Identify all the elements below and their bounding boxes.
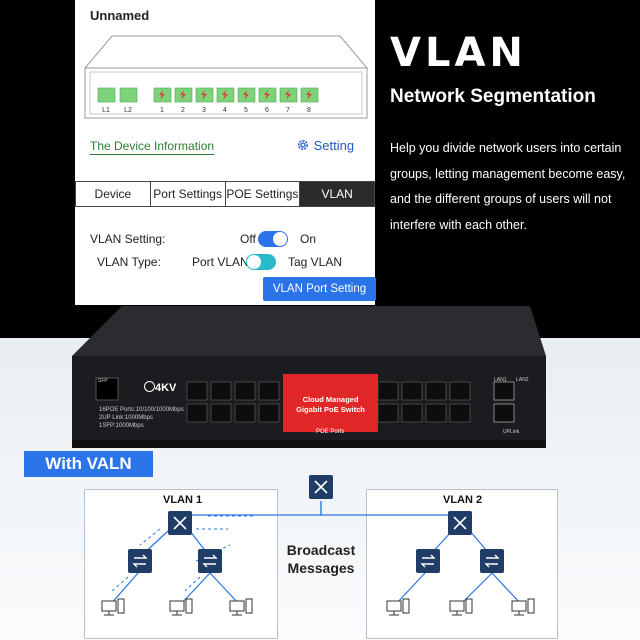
vlan-setting-label: VLAN Setting:	[90, 232, 166, 246]
vlan2-pc-c-icon	[511, 598, 535, 616]
vlan-port-setting-button[interactable]: VLAN Port Setting	[263, 277, 376, 301]
setting-label: Setting	[313, 138, 355, 153]
vlan2-switch-b-icon	[480, 549, 504, 573]
lan1-label: LAN1	[494, 377, 507, 383]
switch-port	[425, 403, 447, 423]
tab-poe-settings[interactable]: POE Settings	[226, 182, 301, 206]
switch-port	[377, 403, 399, 423]
vlan1-switch-a-icon	[128, 549, 152, 573]
core-router-icon	[309, 475, 333, 499]
switch-port	[449, 403, 471, 423]
port-label: 7	[286, 107, 290, 114]
switch-port	[186, 403, 208, 423]
device-illustration: L1 L2 1 2 3 4 5 6 7 8	[83, 35, 369, 119]
vlan1-switch-b-icon	[198, 549, 222, 573]
headline-description: Help you divide network users into certa…	[390, 141, 626, 232]
vlan-type-toggle[interactable]	[246, 254, 276, 270]
port-8: 8	[300, 87, 319, 114]
vlan2-switch-a-icon	[416, 549, 440, 573]
network-diagram	[101, 475, 535, 616]
broadcast-label: Broadcast Messages	[286, 542, 356, 576]
vlan1-router-icon	[168, 511, 192, 535]
switch-port	[210, 403, 232, 423]
switch-port	[234, 381, 256, 401]
port-label: 2	[181, 107, 185, 114]
tab-device[interactable]: Device	[76, 182, 151, 206]
headline-subtitle: Network Segmentation	[390, 86, 596, 107]
port-2: 2	[174, 87, 193, 114]
switch-port	[234, 403, 256, 423]
gear-icon	[296, 138, 310, 155]
vlan1-pc-a-icon	[101, 598, 125, 616]
device-information-link[interactable]: The Device Information	[90, 139, 215, 155]
tab-port-settings[interactable]: Port Settings	[151, 182, 226, 206]
port-1: 1	[153, 87, 172, 114]
port-3: 3	[195, 87, 214, 114]
port-6: 6	[258, 87, 277, 114]
vlan-setting-on: On	[300, 232, 317, 246]
switch-port	[210, 381, 232, 401]
vlan2-pc-b-icon	[449, 598, 473, 616]
switch-port	[258, 381, 280, 401]
switch-port	[377, 381, 399, 401]
vlan-setting-toggle[interactable]	[258, 231, 288, 247]
vlan-type-label: VLAN Type:	[97, 255, 161, 269]
switch-port	[401, 381, 423, 401]
sfp-label: SFP	[98, 378, 108, 384]
port-label: L2	[124, 107, 132, 114]
uplink-label: UPLink	[503, 429, 520, 435]
device-name: Unnamed	[90, 8, 150, 23]
switch-image	[72, 306, 546, 448]
port-4: 4	[216, 87, 235, 114]
tab-bar: Device Port Settings POE Settings VLAN	[75, 181, 375, 207]
port-5: 5	[237, 87, 256, 114]
port-label: 4	[223, 107, 227, 114]
vlan1-title: VLAN 1	[163, 494, 203, 506]
vlan2-pc-a-icon	[386, 598, 410, 616]
port-L1: L1	[97, 87, 116, 114]
poe-ports-label: POE Ports	[316, 429, 345, 435]
vlan-type-tag: Tag VLAN	[288, 255, 343, 269]
switch-port	[425, 381, 447, 401]
switch-port	[186, 381, 208, 401]
vlan-type-port: Port VLAN	[192, 255, 249, 269]
tab-vlan[interactable]: VLAN	[300, 182, 374, 206]
port-label: 5	[244, 107, 248, 114]
vlan2-title: VLAN 2	[443, 494, 483, 506]
vlan1-pc-b-icon	[169, 598, 193, 616]
port-7: 7	[279, 87, 298, 114]
vlan2-router-icon	[448, 511, 472, 535]
port-label: 8	[307, 107, 311, 114]
port-L2: L2	[119, 87, 138, 114]
switch-port	[401, 403, 423, 423]
headline-title: VLAN	[390, 30, 527, 76]
switch-port	[449, 381, 471, 401]
port-label: 6	[265, 107, 269, 114]
port-label: 3	[202, 107, 206, 114]
vlan1-pc-c-icon	[229, 598, 253, 616]
vlan-setting-off: Off	[240, 232, 256, 246]
setting-link[interactable]: Setting	[296, 138, 354, 155]
port-label: L1	[102, 107, 110, 114]
with-vlan-badge: With VALN	[24, 451, 153, 477]
brand-logo: 4KV	[144, 381, 176, 394]
lan2-label: LAN2	[516, 377, 529, 383]
switch-port	[258, 403, 280, 423]
port-label: 1	[160, 107, 164, 114]
